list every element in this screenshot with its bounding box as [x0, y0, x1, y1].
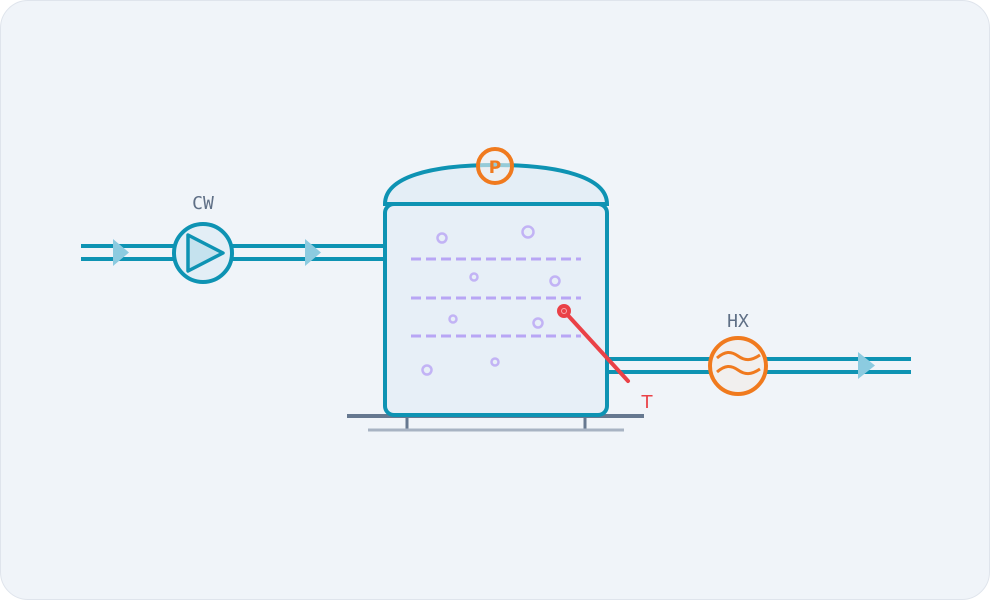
wave-icon [716, 365, 761, 376]
flow-arrow-icon [858, 352, 875, 379]
vessel-support [347, 414, 644, 432]
wave-icon [716, 351, 761, 362]
temperature-label: T [641, 392, 654, 413]
flow-arrow-icon [113, 239, 129, 266]
heat-exchanger-label: HX [727, 311, 749, 332]
pump-label: CW [192, 193, 214, 214]
bubbles [421, 225, 561, 376]
heat-exchanger[interactable]: HX [708, 311, 768, 396]
pump-icon [186, 233, 225, 273]
pressure-gauge[interactable]: P [476, 147, 514, 185]
pressure-label: P [489, 158, 501, 178]
pump[interactable]: CW [172, 193, 234, 284]
flow-arrow-icon [305, 239, 321, 266]
temperature-sensor[interactable]: T [557, 304, 654, 413]
vessel-body[interactable] [383, 202, 609, 417]
liquid-levels [411, 257, 581, 338]
